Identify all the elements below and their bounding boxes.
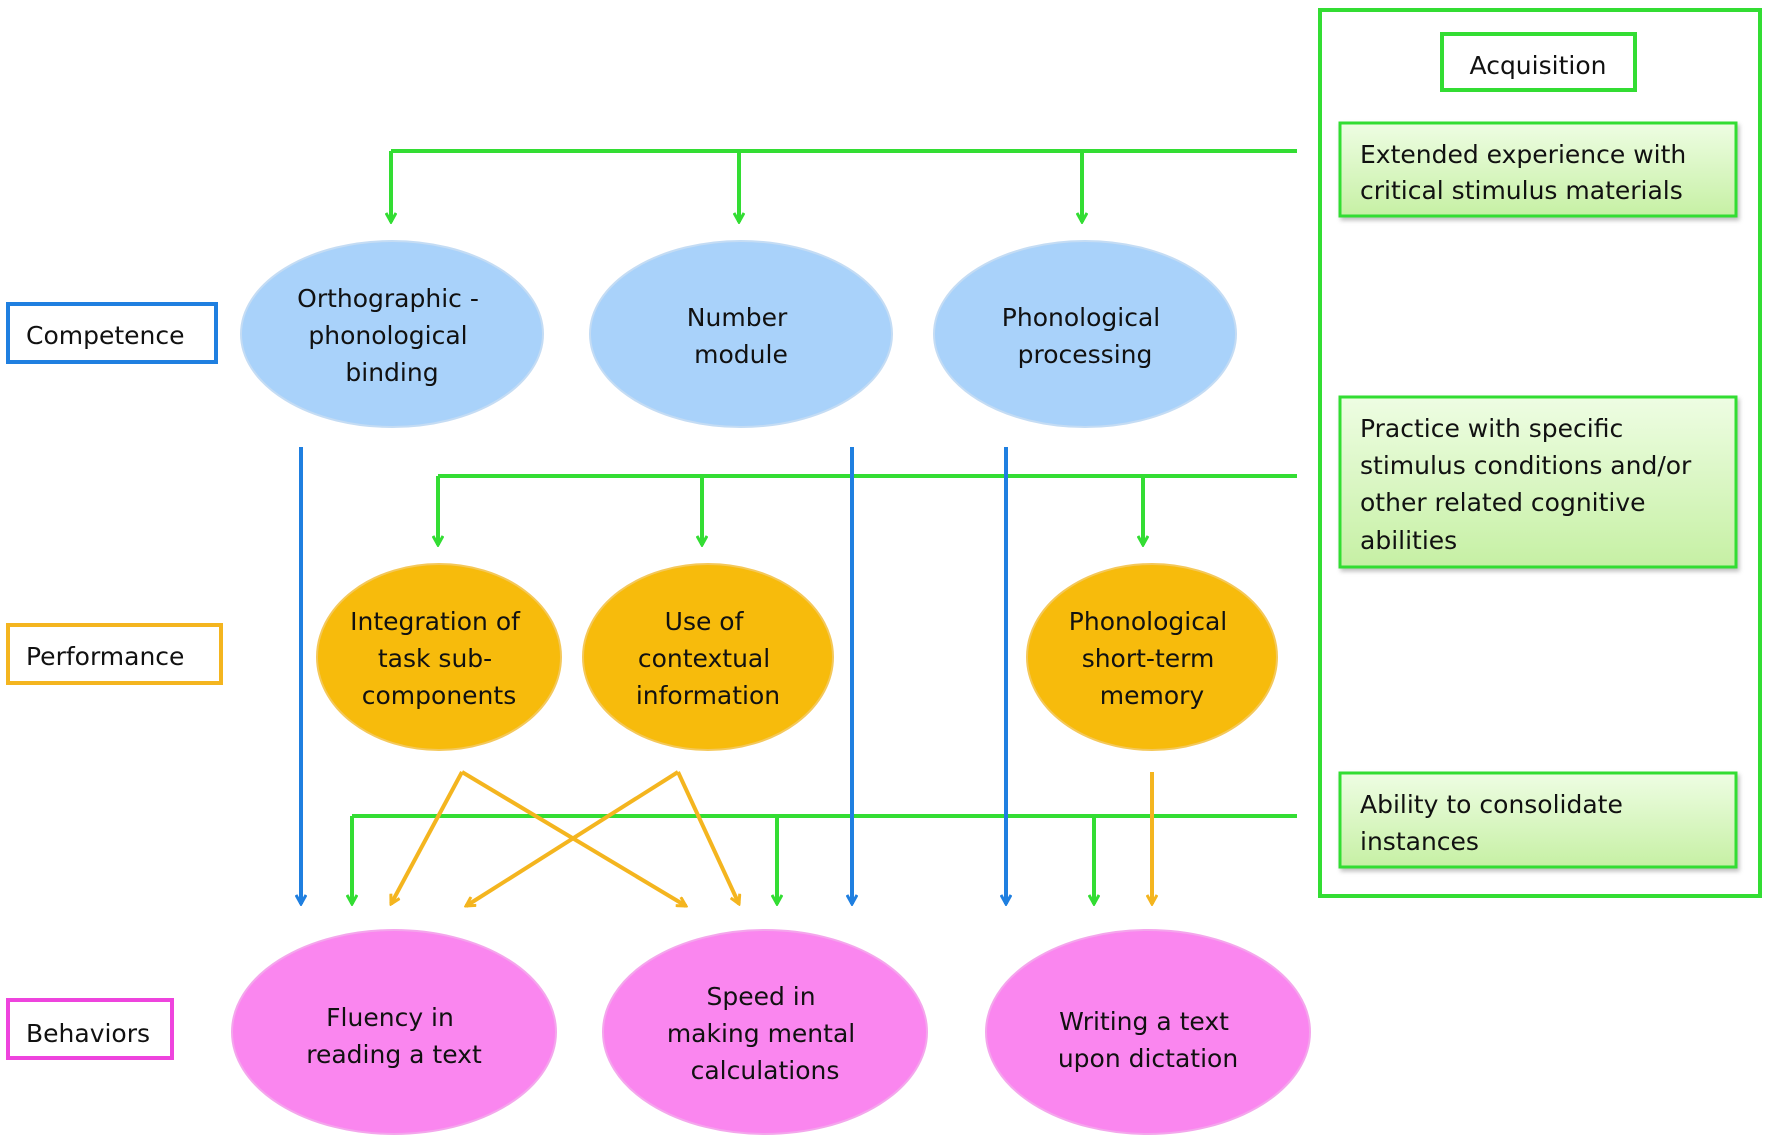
- behaviors-label: Behaviors: [26, 1019, 150, 1048]
- behavior-node-fluency-in-reading-a-text: [231, 929, 557, 1135]
- performance-node-2-line-3: information: [636, 681, 780, 710]
- acquisition-item-2-line-4: abilities: [1360, 526, 1457, 555]
- competence-node-2-text: Number module: [687, 303, 795, 369]
- behavior-node-3-text: Writing a text upon dictation: [1058, 1007, 1238, 1073]
- behavior-node-speed-in-making-mental-calculations: [602, 929, 928, 1135]
- performance-node-2-line-1: Use of: [665, 607, 745, 636]
- behavior-node-2-text: Speed in making mental calculations: [667, 982, 863, 1085]
- performance-node-phonological-short-term-memory: [1026, 563, 1278, 751]
- green-connector-behaviors: [352, 814, 1297, 904]
- performance-node-1-line-3: components: [362, 681, 516, 710]
- competence-node-1-line-1: Orthographic -: [297, 284, 479, 313]
- competence-node-phonological-processing: [933, 240, 1237, 428]
- competence-node-1-text: Orthographic - phonological binding: [297, 284, 487, 387]
- acquisition-item-text-2: Practice with specific stimulus conditio…: [1360, 414, 1699, 555]
- green-connector-competence: [391, 149, 1297, 222]
- behavior-node-2-line-3: calculations: [691, 1056, 840, 1085]
- behavior-node-2-line-2: making mental: [667, 1019, 855, 1048]
- acquisition-item-2-line-3: other related cognitive: [1360, 488, 1646, 517]
- performance-node-3-text: Phonological short-term memory: [1069, 607, 1235, 710]
- behavior-node-3-line-1: Writing a text: [1059, 1007, 1229, 1036]
- performance-node-1-line-2: task sub-: [378, 644, 492, 673]
- behavior-node-3-line-2: upon dictation: [1058, 1044, 1238, 1073]
- performance-node-3-line-2: short-term: [1082, 644, 1215, 673]
- acquisition-item-text-1: Extended experience with critical stimul…: [1360, 140, 1694, 205]
- performance-label: Performance: [26, 642, 184, 671]
- acquisition-frame: [1318, 8, 1762, 898]
- acquisition-item-3-line-1: Ability to consolidate: [1360, 790, 1623, 819]
- acquisition-item-box-1: [1338, 121, 1738, 218]
- acquisition-title-box: [1440, 32, 1637, 92]
- behavior-node-1-text: Fluency in reading a text: [306, 1003, 482, 1069]
- competence-node-number-module: [589, 240, 893, 428]
- acquisition-item-1-line-2: critical stimulus materials: [1360, 176, 1683, 205]
- competence-node-1-line-2: phonological: [308, 321, 467, 350]
- performance-node-3-line-3: memory: [1100, 681, 1205, 710]
- acquisition-item-box-2: [1338, 395, 1738, 569]
- competence-node-2-line-1: Number: [687, 303, 788, 332]
- orange-arrows: [389, 770, 1152, 908]
- competence-node-orthographic-phonological-binding: [240, 240, 544, 428]
- performance-node-use-of-contextual-information: [582, 563, 834, 751]
- behaviors-label-box: [6, 998, 174, 1060]
- competence-label-box: [6, 302, 218, 364]
- competence-label: Competence: [26, 321, 185, 350]
- acquisition-item-3-line-2: instances: [1360, 827, 1479, 856]
- acquisition-item-2-line-1: Practice with specific: [1360, 414, 1623, 443]
- behavior-node-1-line-1: Fluency in: [326, 1003, 454, 1032]
- competence-node-3-line-2: processing: [1018, 340, 1153, 369]
- behavior-node-writing-a-text-upon-dictation: [985, 929, 1311, 1135]
- performance-label-box: [6, 623, 223, 685]
- competence-node-3-line-1: Phonological: [1002, 303, 1160, 332]
- performance-node-2-text: Use of contextual information: [636, 607, 780, 710]
- acquisition-item-2-line-2: stimulus conditions and/or: [1360, 451, 1692, 480]
- green-connector-performance: [438, 474, 1297, 545]
- performance-node-2-line-2: contextual: [638, 644, 770, 673]
- blue-arrows: [301, 447, 1006, 904]
- performance-node-integration-of-task-subcomponents: [316, 563, 562, 751]
- acquisition-item-1-line-1: Extended experience with: [1360, 140, 1686, 169]
- acquisition-item-text-3: Ability to consolidate instances: [1360, 790, 1631, 856]
- performance-node-3-line-1: Phonological: [1069, 607, 1227, 636]
- competence-node-2-line-2: module: [694, 340, 788, 369]
- behavior-node-2-line-1: Speed in: [706, 982, 815, 1011]
- competence-node-1-line-3: binding: [345, 358, 438, 387]
- behavior-node-1-line-2: reading a text: [306, 1040, 482, 1069]
- acquisition-item-box-3: [1338, 771, 1738, 869]
- performance-node-1-text: Integration of task sub- components: [350, 607, 528, 710]
- competence-node-3-text: Phonological processing: [1002, 303, 1168, 369]
- acquisition-title: Acquisition: [1470, 51, 1607, 80]
- performance-node-1-line-1: Integration of: [350, 607, 521, 636]
